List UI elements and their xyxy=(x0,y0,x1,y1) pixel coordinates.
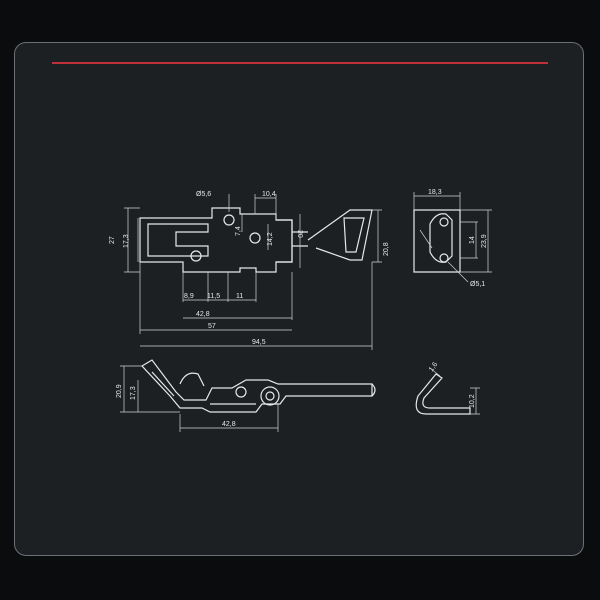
hook-view xyxy=(415,373,471,415)
dim-seg-c: 11 xyxy=(236,293,243,300)
side-view xyxy=(141,359,376,413)
accent-line xyxy=(52,62,548,64)
hook-labels: 1,6 10,2 xyxy=(428,361,476,408)
dim-loop-height: 20,8 xyxy=(383,242,390,256)
dim-hole-dia: Ø5,6 xyxy=(196,191,211,198)
plate-view xyxy=(413,209,461,273)
dim-body-height: 17,3 xyxy=(123,234,130,248)
drawing-card xyxy=(14,42,584,556)
top-view-dimensions xyxy=(124,194,382,350)
dim-top-width: 10,4 xyxy=(262,191,276,198)
dim-len-c: 94,5 xyxy=(252,339,266,346)
dim-side-total: 20,9 xyxy=(116,384,123,398)
side-dimensions xyxy=(120,365,279,432)
dim-seg-b: 11,5 xyxy=(207,293,220,300)
dim-len-b: 57 xyxy=(208,323,216,330)
dim-hook-thickness: 1,6 xyxy=(428,361,439,373)
hook-dimensions xyxy=(429,367,480,415)
dim-plate-hole: Ø5,1 xyxy=(470,281,485,288)
dim-plate-inner: 14 xyxy=(469,236,476,244)
side-labels: 20,9 17,3 42,8 xyxy=(116,384,236,428)
dim-plate-width: 18,3 xyxy=(428,189,442,196)
dim-len-a: 42,8 xyxy=(196,311,210,318)
dim-overall-height: 27 xyxy=(109,236,116,244)
plate-labels: 18,3 14 23,9 Ø5,1 xyxy=(428,189,488,288)
dim-seg-a: 8,9 xyxy=(184,293,194,300)
plate-dimensions xyxy=(413,192,492,283)
dim-hook-height: 10,2 xyxy=(469,394,476,408)
dim-offset-b: 14,2 xyxy=(267,232,274,246)
dim-offset-a: 7,4 xyxy=(235,226,242,236)
latch-top-view xyxy=(139,207,373,273)
dim-side-len: 42,8 xyxy=(222,421,236,428)
top-view-labels: Ø5,6 10,4 27 17,3 7,4 14,2 20 20,8 8,9 1… xyxy=(109,191,390,346)
dim-right-height: 20 xyxy=(296,230,303,238)
dim-side-body: 17,3 xyxy=(130,386,137,400)
dim-plate-height: 23,9 xyxy=(481,234,488,248)
